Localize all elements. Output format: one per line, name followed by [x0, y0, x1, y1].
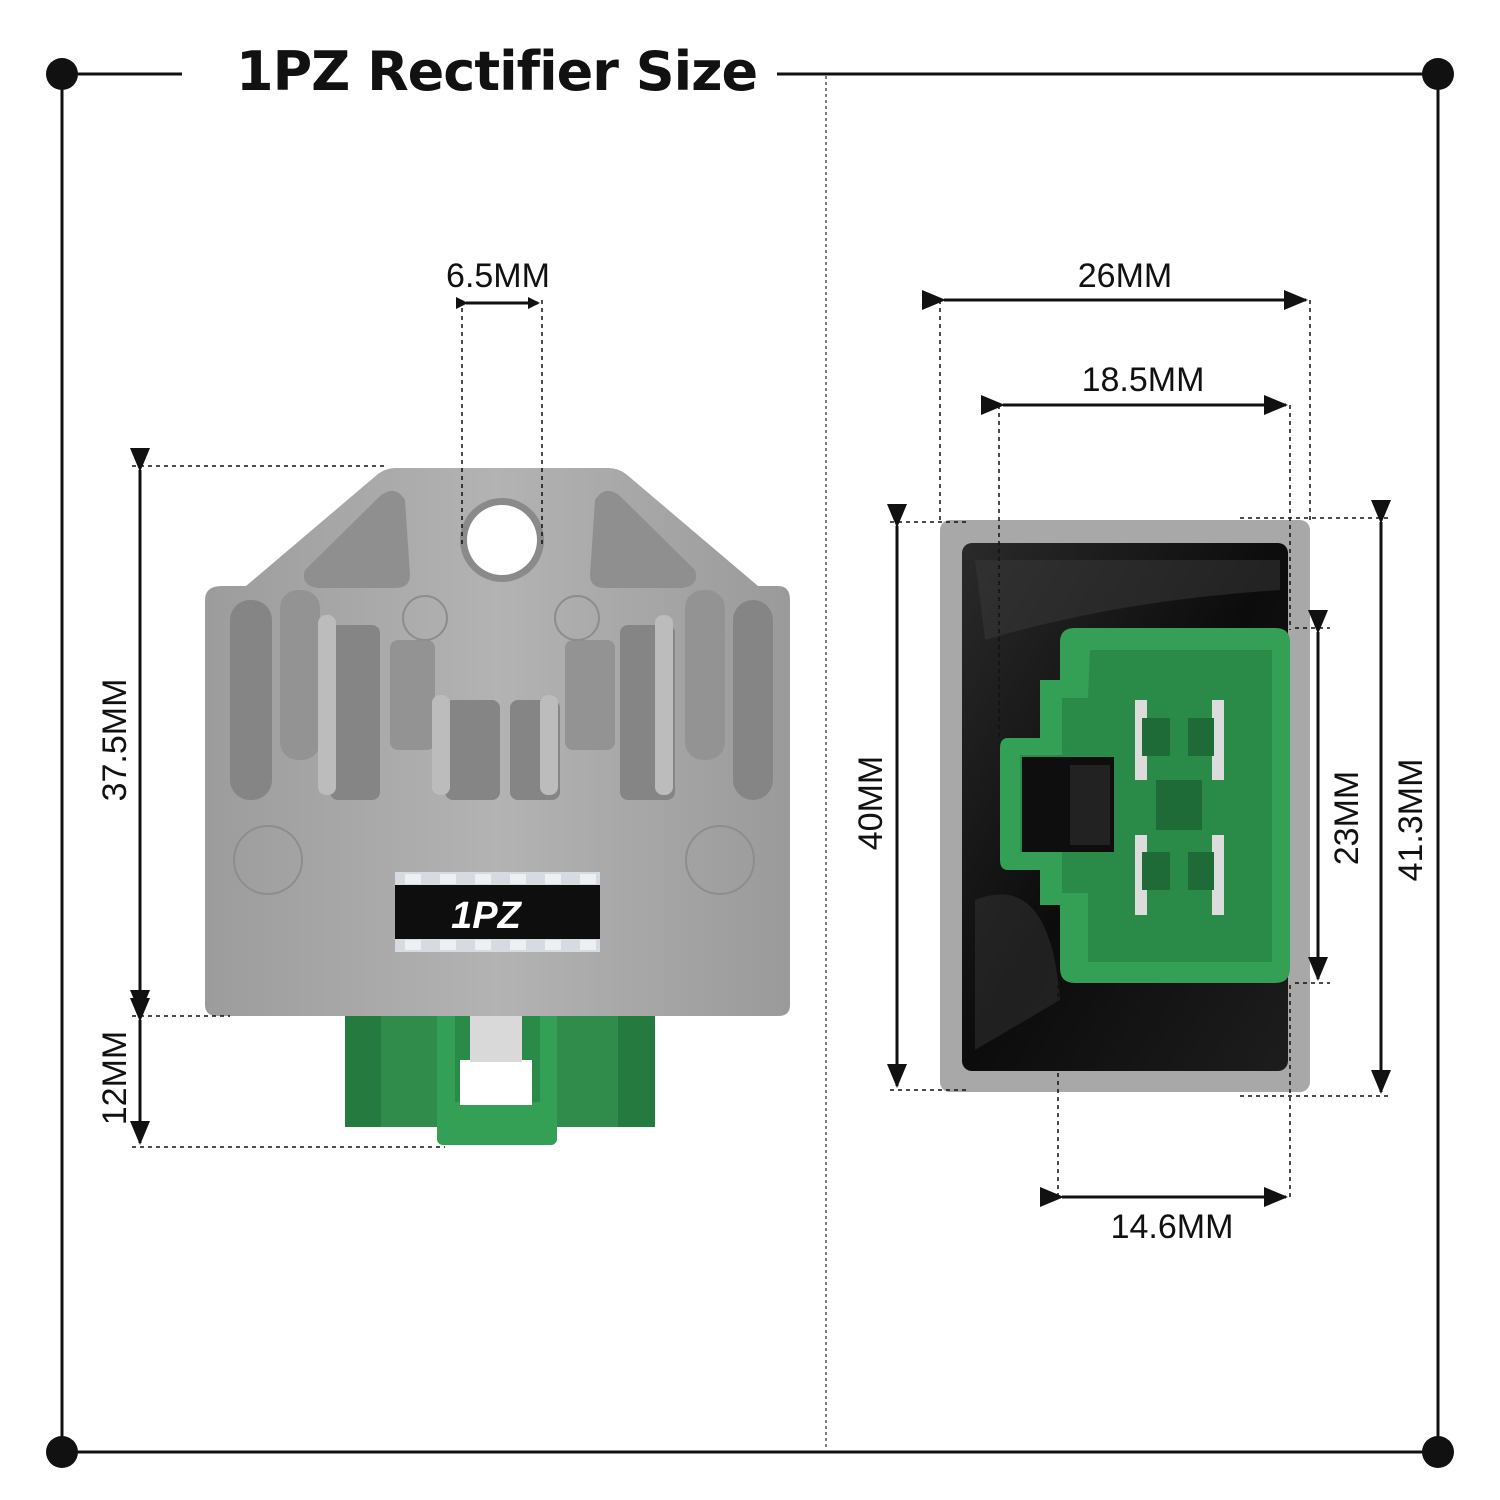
rectifier-front-view-icon	[205, 468, 790, 1145]
dim-mount-hole: 6.5MM	[446, 257, 550, 295]
frame-corner-dot-icon	[46, 58, 1454, 1468]
dim-inner-width: 18.5MM	[1082, 361, 1205, 399]
page-title: 1PZ Rectifier Size	[236, 40, 758, 103]
outer-frame	[60, 72, 1440, 1454]
dim-body-height: 37.5MM	[96, 679, 134, 802]
dim-connector-inner-height: 23MM	[1328, 771, 1366, 865]
rectifier-rear-view-icon	[940, 520, 1310, 1092]
badge-label: 1PZ	[451, 895, 522, 937]
dim-overall-height: 41.3MM	[1392, 759, 1430, 882]
dim-connector-height: 12MM	[96, 1031, 134, 1125]
left-dimension-lines	[130, 297, 543, 1148]
right-dimension-lines	[887, 290, 1391, 1207]
dim-connector-width: 14.6MM	[1111, 1208, 1234, 1246]
dim-height-left: 40MM	[852, 756, 890, 850]
dim-overall-width: 26MM	[1078, 257, 1172, 295]
